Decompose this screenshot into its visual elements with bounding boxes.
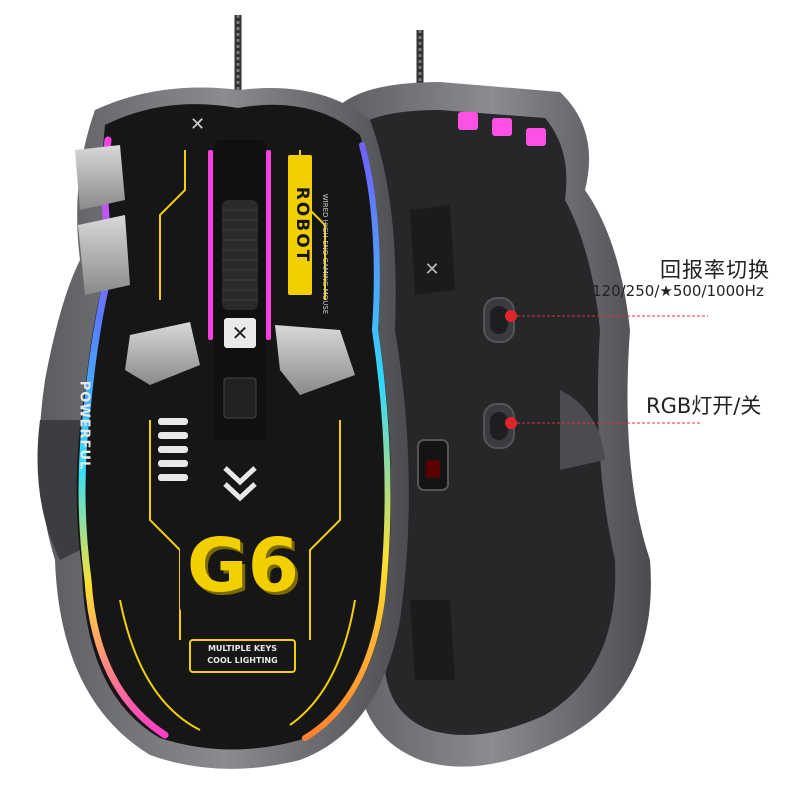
polling-rate-title: 回报率切换 xyxy=(660,258,770,282)
annotation-markers xyxy=(505,310,708,429)
model-badge: G6 xyxy=(186,523,300,609)
mouse-top-view: ✕ ✕ xyxy=(37,87,409,769)
robot-text: ROBOT xyxy=(292,186,312,264)
svg-text:✕: ✕ xyxy=(424,259,439,280)
svg-text:✕: ✕ xyxy=(190,114,205,135)
small-vertical-text: WIRED HIGH-END GAMING MOUSE xyxy=(321,193,329,315)
powerful-text: POWERFUL xyxy=(76,380,92,471)
svg-text:✕: ✕ xyxy=(232,321,249,345)
mouse-bottom-view: ✕ xyxy=(333,82,651,767)
slogan-line1: MULTIPLE KEYS xyxy=(207,644,278,653)
polling-rate-values: 120/250/★500/1000Hz xyxy=(592,282,764,300)
slogan-line2: COOL LIGHTING xyxy=(207,656,278,665)
rgb-toggle-label: RGB灯开/关 xyxy=(646,394,762,418)
